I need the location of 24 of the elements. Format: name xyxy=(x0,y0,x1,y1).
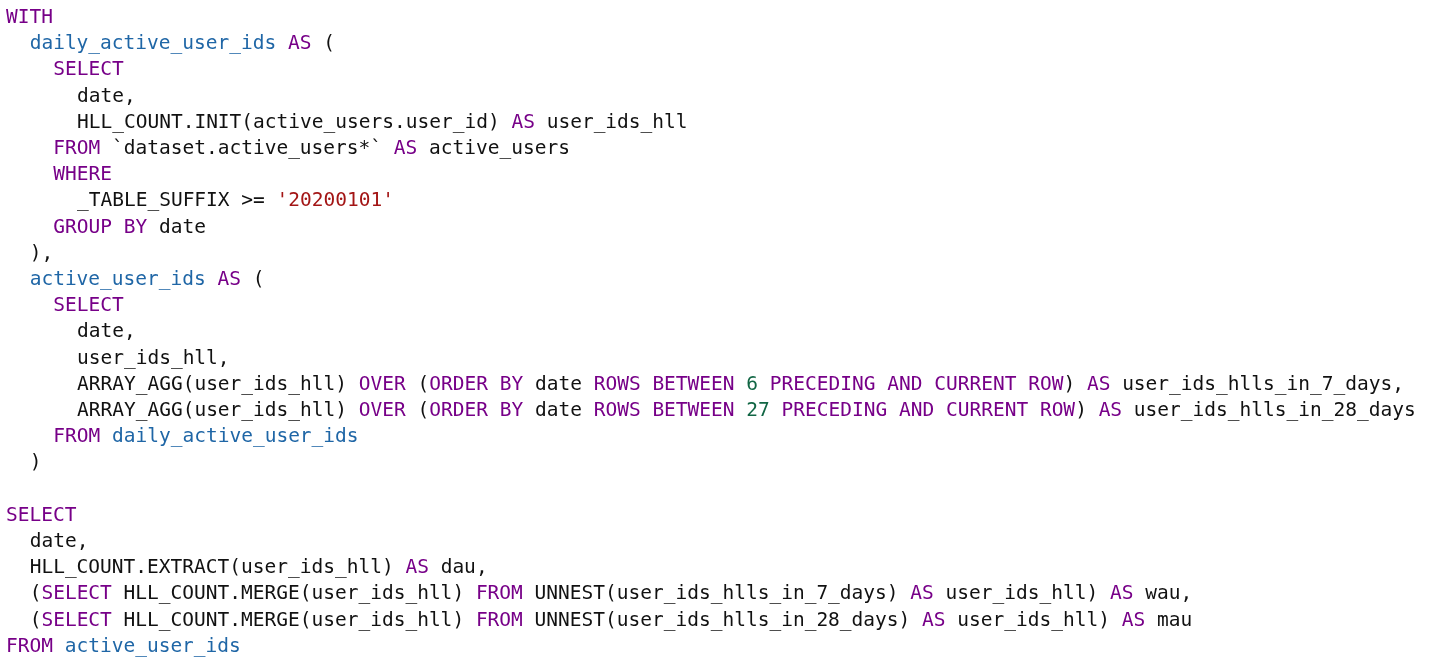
code-line: (SELECT HLL_COUNT.MERGE(user_ids_hll) FROM UNNEST(user_ids_hlls_in_7_days) AS user_ids_hll) AS wau, xyxy=(29,581,1193,606)
code-line: date, xyxy=(76,83,136,108)
code-line: SELECT xyxy=(6,502,77,527)
code-line: GROUP BY date xyxy=(53,214,206,239)
code-line: date, xyxy=(29,529,89,553)
code-line: _TABLE_SUFFIX >= '20200101' xyxy=(76,188,394,213)
code-line: user_ids_hll, xyxy=(76,345,230,370)
code-line: date, xyxy=(76,319,136,344)
code-line: ARRAY_AGG(user_ids_hll) OVER (ORDER BY date ROWS BETWEEN 6 PRECEDING AND CURRENT ROW) AS user_ids_hlls_in_7_days, xyxy=(76,371,1404,396)
code-line: FROM active_user_ids xyxy=(6,633,241,658)
code-line: FROM `dataset.active_users*` AS active_users xyxy=(53,136,570,160)
code-line: daily_active_user_ids AS ( xyxy=(29,31,335,56)
code-line: SELECT xyxy=(53,293,124,318)
code-line: HLL_COUNT.EXTRACT(user_ids_hll) AS dau, xyxy=(29,555,488,580)
code-line: (SELECT HLL_COUNT.MERGE(user_ids_hll) FROM UNNEST(user_ids_hlls_in_28_days) AS user_ids_hll) AS mau xyxy=(29,607,1193,632)
code-line: ) xyxy=(29,450,42,475)
code-line: WHERE xyxy=(53,162,112,187)
code-line: WITH xyxy=(6,5,53,29)
code-line: ARRAY_AGG(user_ids_hll) OVER (ORDER BY date ROWS BETWEEN 27 PRECEDING AND CURRENT ROW) AS user_ids_hlls_in_28_days xyxy=(76,398,1416,422)
code-line: HLL_COUNT.INIT(active_users.user_id) AS user_ids_hll xyxy=(76,109,688,134)
code-line: ), xyxy=(29,240,54,265)
code-line: FROM daily_active_user_ids xyxy=(53,424,359,449)
code-line: SELECT xyxy=(53,57,124,82)
code-line: active_user_ids AS ( xyxy=(29,267,265,291)
